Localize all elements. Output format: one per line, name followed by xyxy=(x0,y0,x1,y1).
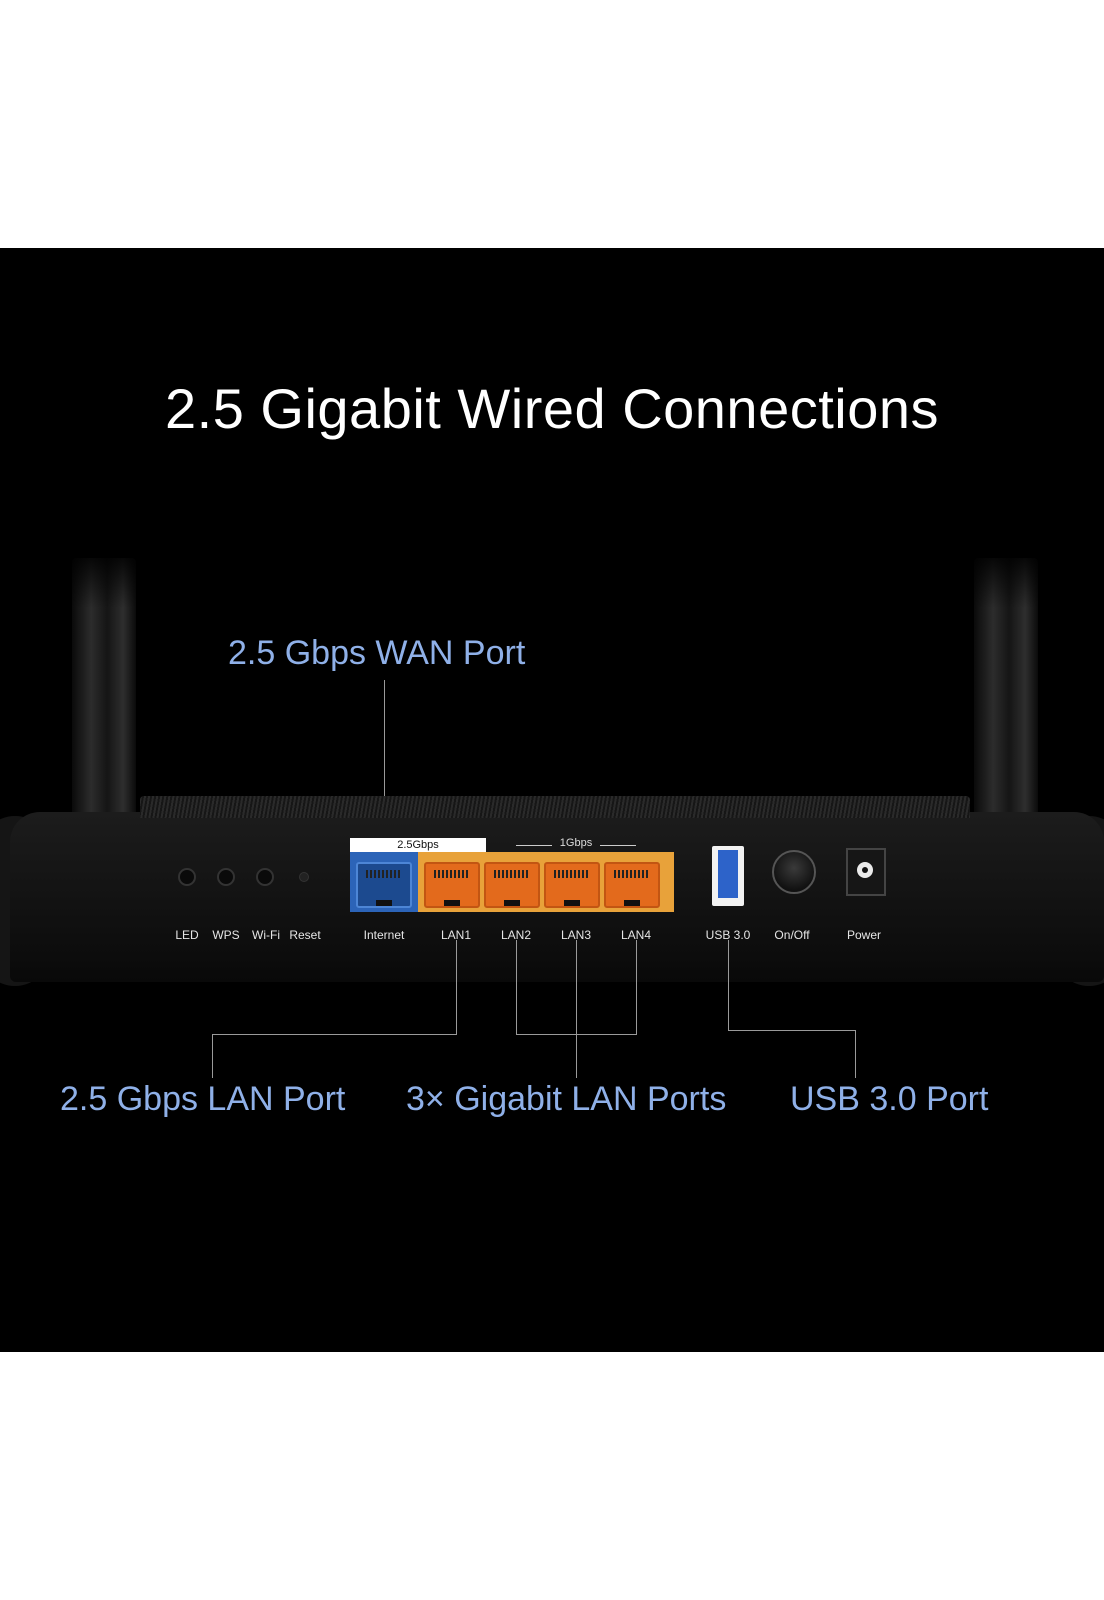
wan-speed-label: 2.5Gbps xyxy=(350,838,486,852)
power-switch[interactable] xyxy=(772,850,816,894)
power-label: Power xyxy=(846,928,882,942)
led-label: LED xyxy=(175,928,199,942)
onoff-label: On/Off xyxy=(774,928,810,942)
lan-speed-bracket-right xyxy=(600,845,636,846)
usb-callout: USB 3.0 Port xyxy=(790,1080,989,1118)
wifi-button[interactable] xyxy=(256,868,274,886)
internet-label: Internet xyxy=(363,928,405,942)
product-banner: 2.5 Gigabit Wired Connections 2.5 Gbps W… xyxy=(0,248,1104,1352)
usb-callout-line xyxy=(728,940,729,1030)
wps-button[interactable] xyxy=(217,868,235,886)
router-vent-grille xyxy=(140,796,970,818)
lan-speed-bracket-left xyxy=(516,845,552,846)
lan-port-block xyxy=(418,852,674,912)
gigabit-lan-callout: 3× Gigabit LAN Ports xyxy=(406,1080,727,1118)
wifi-label: Wi-Fi xyxy=(252,928,280,942)
wan-callout-line xyxy=(384,680,385,804)
wan-port-callout: 2.5 Gbps WAN Port xyxy=(228,634,526,672)
lan1-callout-line xyxy=(456,940,457,1034)
lan1-port[interactable] xyxy=(424,862,480,908)
usb-icon xyxy=(718,850,738,898)
usb-port[interactable] xyxy=(712,846,744,906)
lan4-port[interactable] xyxy=(604,862,660,908)
lan3-port[interactable] xyxy=(544,862,600,908)
ethernet-jack-icon xyxy=(356,862,412,908)
lan4-label: LAN4 xyxy=(620,928,652,942)
reset-label: Reset xyxy=(289,928,321,942)
lan2-port[interactable] xyxy=(484,862,540,908)
lan1-label: LAN1 xyxy=(440,928,472,942)
wps-label: WPS xyxy=(212,928,240,942)
lan2-callout-line xyxy=(516,940,517,1034)
internet-port[interactable] xyxy=(350,852,418,912)
usb-label: USB 3.0 xyxy=(705,928,751,942)
lan2-label: LAN2 xyxy=(500,928,532,942)
lan-speed-label: 1Gbps xyxy=(559,837,593,849)
reset-button[interactable] xyxy=(299,872,309,882)
power-jack[interactable] xyxy=(846,848,886,896)
lan4-callout-line xyxy=(636,940,637,1034)
lan-25-callout: 2.5 Gbps LAN Port xyxy=(60,1080,346,1118)
lan3-callout-line xyxy=(576,940,577,1078)
antenna-fade xyxy=(0,548,1104,608)
led-button[interactable] xyxy=(178,868,196,886)
lan3-label: LAN3 xyxy=(560,928,592,942)
page-title: 2.5 Gigabit Wired Connections xyxy=(165,377,939,440)
